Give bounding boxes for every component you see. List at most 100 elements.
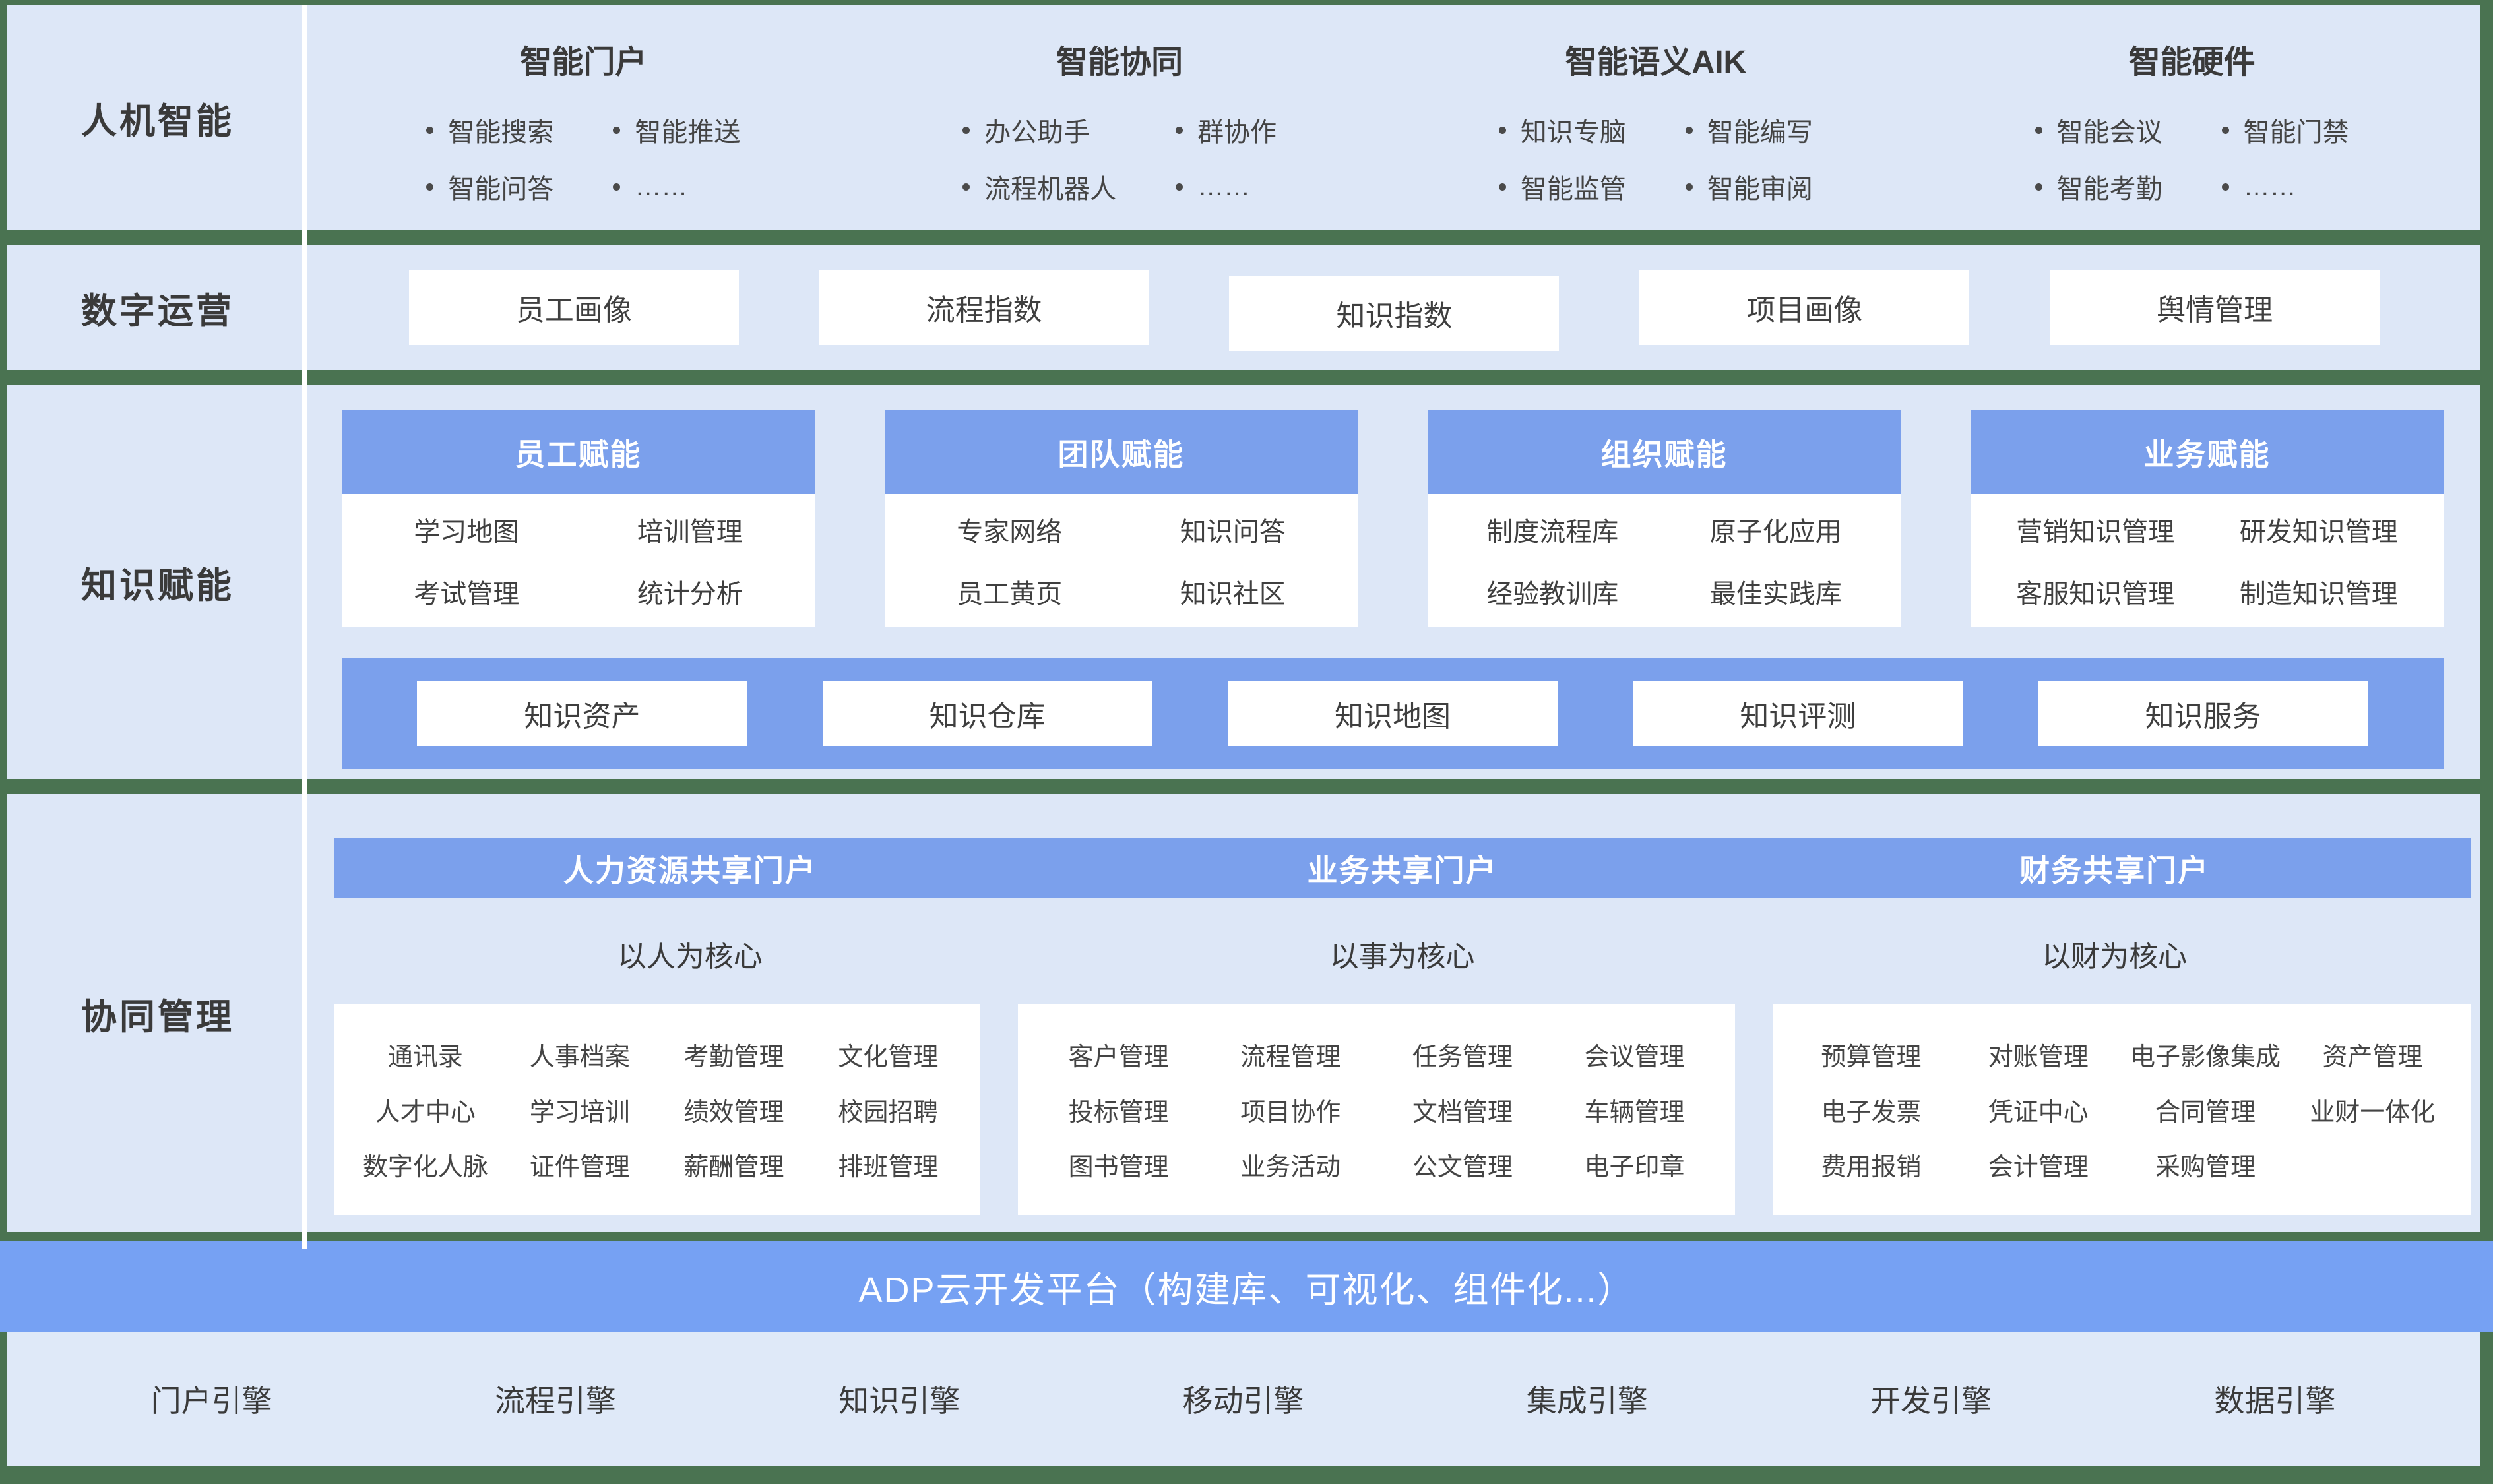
ai-column-title: 智能门户 [520,45,647,80]
bullet-label: 群协作 [1197,118,1277,147]
section-collaboration: 协同管理 人力资源共享门户 业务共享门户 财务共享门户 以人为核心 以事为核心 … [7,794,2480,1232]
card-item: 制造知识管理 [2239,579,2398,609]
card-body: 制度流程库 原子化应用 经验教训库 最佳实践库 [1428,494,1901,627]
bullet-icon [2035,183,2042,191]
ai-column-hardware: 智能硬件 智能会议 智能考勤 智能门禁 …… [1924,36,2460,230]
knowledge-bar-box: 知识地图 [1227,681,1558,746]
portal-box-business: 客户管理 流程管理 任务管理 会议管理 投标管理 项目协作 文档管理 车辆管理 … [1018,1004,1735,1215]
ai-column-semantic: 智能语义AIK 知识专脑 智能监管 智能编写 智能审阅 [1388,36,1924,230]
engine-label: 开发引擎 [1870,1383,1992,1418]
ai-column-items: 办公助手 流程机器人 群协作 …… [962,111,1277,206]
rail-ai: 人机智能 [7,5,309,230]
card-item: 统计分析 [637,579,743,609]
rail-label-knowledge: 知识赋能 [81,566,234,605]
bullet-item: 智能会议 [2035,111,2162,149]
section-knowledge: 知识赋能 员工赋能 学习地图 培训管理 考试管理 统计分析 团队赋能 专家网络 [7,385,2480,779]
bullet-icon [2221,183,2229,191]
card-item: 知识问答 [1180,517,1286,547]
portal-item: 流程管理 [1240,1043,1341,1071]
portal-item: 文档管理 [1412,1098,1513,1127]
card-item: 专家网络 [957,517,1063,547]
portal-item: 投标管理 [1068,1098,1169,1127]
bullet-item: 智能审阅 [1685,168,1813,206]
portal-item: 采购管理 [2155,1154,2256,1182]
portal-item: 电子影像集成 [2130,1043,2281,1071]
rail-knowledge: 知识赋能 [7,385,309,779]
bullet-label: 智能问答 [448,175,554,204]
card-item: 经验教训库 [1486,579,1619,609]
portal-item: 学习培训 [529,1098,630,1127]
ops-box: 员工画像 [408,270,739,345]
ops-box: 流程指数 [819,270,1149,345]
card-item: 培训管理 [637,517,743,547]
card-header: 员工赋能 [342,410,815,494]
section-ai: 人机智能 智能门户 智能搜索 智能问答 智能推送 …… 智能协同 办公助手 流程… [7,5,2480,230]
card-item: 研发知识管理 [2239,517,2398,547]
knowledge-services-bar: 知识资产 知识仓库 知识地图 知识评测 知识服务 [342,658,2444,769]
rail-collab: 协同管理 [7,794,309,1232]
portal-boxes: 通讯录 人事档案 考勤管理 文化管理 人才中心 学习培训 绩效管理 校园招聘 数… [334,1004,2471,1215]
portal-item: 项目协作 [1240,1098,1341,1127]
knowledge-bar-box: 知识评测 [1633,681,1963,746]
portal-item: 数字化人脉 [362,1154,488,1182]
bullet-label: 智能推送 [635,118,741,147]
bullet-icon [1176,126,1183,134]
ops-box: 舆情管理 [2050,270,2380,345]
bullet-icon [613,126,621,134]
ai-column-collaboration: 智能协同 办公助手 流程机器人 群协作 …… [852,36,1388,230]
bullet-icon [1498,183,1506,191]
bullet-label: 智能监管 [1520,175,1626,204]
bullet-item: 流程机器人 [962,168,1116,206]
portal-item: 排班管理 [838,1154,939,1182]
collab-content: 人力资源共享门户 业务共享门户 财务共享门户 以人为核心 以事为核心 以财为核心… [309,794,2480,1232]
knowledge-cards: 员工赋能 学习地图 培训管理 考试管理 统计分析 团队赋能 专家网络 知识问答 … [342,410,2444,627]
bullet-item: 办公助手 [962,111,1090,149]
bullet-label: 智能门禁 [2243,118,2349,147]
portal-title-business: 业务共享门户 [1307,853,1498,888]
ai-column-title: 智能硬件 [2128,45,2256,80]
ai-columns: 智能门户 智能搜索 智能问答 智能推送 …… 智能协同 办公助手 流程机器人 群… [309,5,2480,230]
portal-item: 电子发票 [1821,1098,1922,1127]
card-item: 知识社区 [1180,579,1286,609]
bullet-icon [2035,126,2042,134]
card-item: 考试管理 [414,579,520,609]
bullet-icon [1685,126,1693,134]
ai-column-title: 智能语义AIK [1565,45,1747,80]
portal-item: 公文管理 [1412,1154,1513,1182]
card-item: 制度流程库 [1486,517,1619,547]
portal-item: 合同管理 [2155,1098,2256,1127]
vertical-divider [302,5,307,1249]
knowledge-card-business: 业务赋能 营销知识管理 研发知识管理 客服知识管理 制造知识管理 [1971,410,2444,627]
bullet-item: …… [1176,168,1250,206]
ops-box: 项目画像 [1639,270,1970,345]
card-item: 学习地图 [414,517,520,547]
card-item: 营销知识管理 [2016,517,2175,547]
portal-item: 薪酬管理 [683,1154,784,1182]
bullet-item: 智能考勤 [2035,168,2162,206]
ai-column-items: 智能会议 智能考勤 智能门禁 …… [2035,111,2349,206]
bullet-item: …… [613,168,687,206]
knowledge-bar-box: 知识资产 [417,681,747,746]
engine-label: 门户引擎 [150,1383,272,1418]
bullet-label: 办公助手 [984,118,1090,147]
bullet-item: …… [2221,168,2296,206]
rail-label-ops: 数字运营 [81,291,234,331]
ai-column-items: 知识专脑 智能监管 智能编写 智能审阅 [1498,111,1813,206]
rail-label-ai: 人机智能 [81,101,234,141]
portal-title-hr: 人力资源共享门户 [563,853,817,888]
knowledge-content: 员工赋能 学习地图 培训管理 考试管理 统计分析 团队赋能 专家网络 知识问答 … [309,385,2480,779]
card-body: 营销知识管理 研发知识管理 客服知识管理 制造知识管理 [1971,494,2444,627]
bullet-label: …… [635,171,688,201]
portal-box-finance: 预算管理 对账管理 电子影像集成 资产管理 电子发票 凭证中心 合同管理 业财一… [1773,1004,2471,1215]
knowledge-bar-box: 知识仓库 [822,681,1152,746]
bullet-label: 智能搜索 [448,118,554,147]
portal-box-hr: 通讯录 人事档案 考勤管理 文化管理 人才中心 学习培训 绩效管理 校园招聘 数… [334,1004,980,1215]
knowledge-bar-box: 知识服务 [2038,681,2368,746]
portal-title-finance: 财务共享门户 [2019,853,2210,888]
portal-item: 对账管理 [1988,1043,2089,1071]
bullet-label: 知识专脑 [1520,118,1626,147]
bullet-item: 智能门禁 [2221,111,2349,149]
bullet-icon [1176,183,1183,191]
portal-item: 业财一体化 [2310,1098,2436,1127]
